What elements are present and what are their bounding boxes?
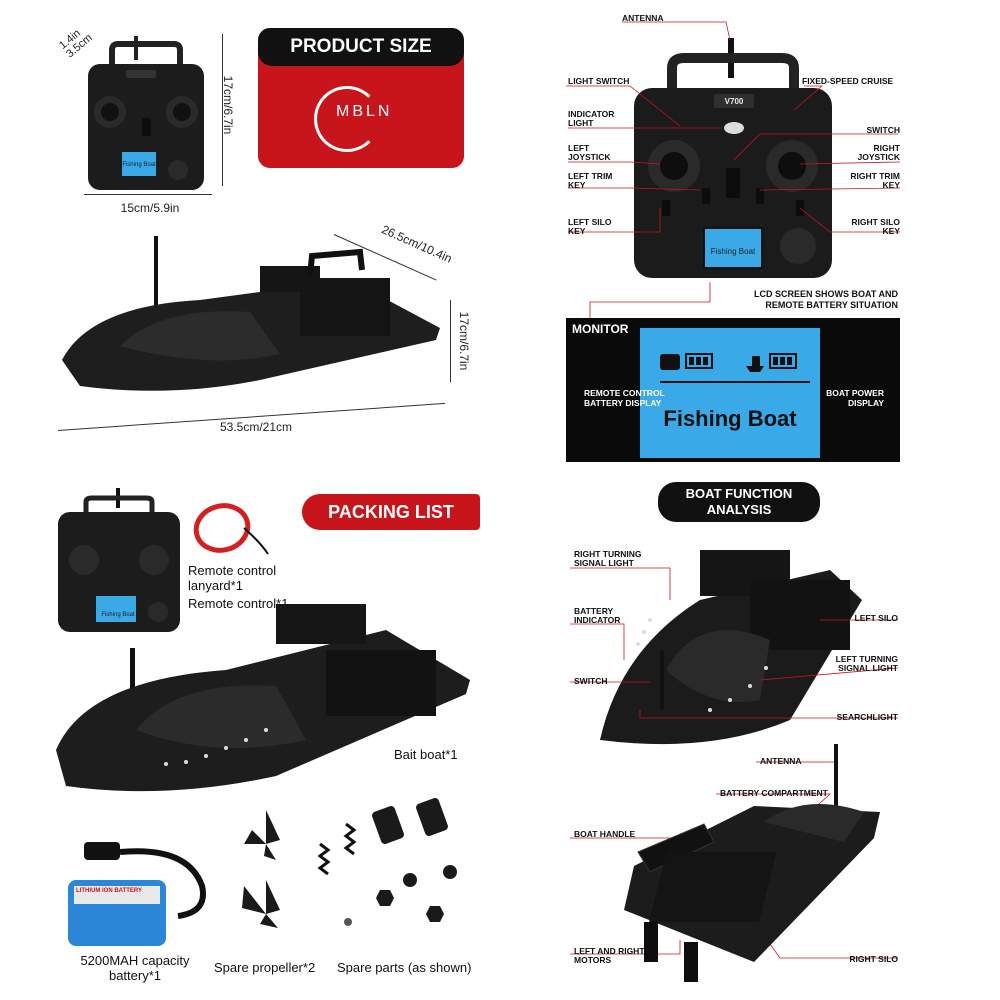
remote-label-switch: SWITCH: [866, 125, 900, 135]
battery-icons: [660, 353, 810, 383]
battery-sticker-label: LITHIUM ION BATTERY: [76, 888, 142, 894]
brand-name: MBLN: [336, 103, 393, 120]
boat-size-image: [50, 236, 446, 404]
monitor-screen-text: Fishing Boat: [663, 406, 797, 431]
propeller-label: Spare propeller*2: [214, 960, 316, 975]
remote-height-dim: 17cm/6.7in: [221, 75, 235, 135]
product-size-title: PRODUCT SIZE: [258, 28, 464, 66]
product-size-badge: PRODUCT SIZE MBLN: [258, 28, 464, 168]
analysis-label-right-silo: RIGHT SILO: [849, 954, 898, 964]
boat-height-line: [450, 300, 451, 382]
remote-lcd-label: Fishing Boat: [122, 162, 156, 168]
remote-label-left-silo: LEFT SILO KEY: [568, 217, 612, 236]
analysis-label-battery-compartment: BATTERY COMPARTMENT: [720, 788, 828, 798]
packing-list-badge: PACKING LIST: [302, 494, 480, 530]
packing-remote-label: Remote control*1: [188, 596, 289, 611]
remote-label-left-joystick: LEFT JOYSTICK: [568, 143, 611, 162]
monitor-title: MONITOR: [572, 322, 629, 336]
remote-model-label: V700: [724, 97, 744, 106]
analysis-label-handle: BOAT HANDLE: [574, 829, 636, 839]
analysis-label-left-silo: LEFT SILO: [854, 613, 898, 623]
remote-label-antenna: ANTENNA: [622, 13, 664, 23]
analysis-label-right-turn: RIGHT TURNING SIGNAL LIGHT: [574, 549, 642, 568]
analysis-badge: BOAT FUNCTION ANALYSIS: [658, 482, 820, 522]
remote-label-indicator: INDICATOR LIGHT: [568, 109, 615, 128]
spare-parts-label: Spare parts (as shown): [337, 960, 472, 975]
lanyard-image: [190, 498, 270, 562]
analysis-boat-top-image: [590, 540, 864, 750]
analysis-label-antenna: ANTENNA: [760, 756, 802, 766]
remote-large-image: [628, 38, 838, 282]
lanyard-label: Remote control lanyard*1: [188, 563, 277, 593]
analysis-boat-rear-image: [604, 742, 888, 990]
remote-label-right-joystick: RIGHT JOYSTICK: [857, 143, 900, 162]
bait-boat-label: Bait boat*1: [394, 747, 458, 762]
analysis-label-battery-indicator: BATTERY INDICATOR: [574, 606, 621, 625]
remote-label-left-trim: LEFT TRIM KEY: [568, 171, 613, 190]
analysis-label-searchlight: SEARCHLIGHT: [836, 712, 898, 722]
remote-label-right-silo: RIGHT SILO KEY: [851, 217, 900, 236]
remote-label-light-switch: LIGHT SWITCH: [568, 76, 630, 86]
battery-image: [68, 836, 214, 948]
boat-length-dim: 53.5cm/21cm: [219, 420, 293, 434]
brand-logo: [314, 86, 380, 152]
monitor-panel: MONITOR Fishing Boat REMOTE CONTROL BATT…: [566, 318, 900, 462]
remote-width-dim: 15cm/5.9in: [120, 201, 180, 215]
remote-callout-lines: [566, 21, 901, 320]
analysis-label-motors: LEFT AND RIGHT MOTORS: [574, 946, 645, 965]
remote-label-right-trim: RIGHT TRIM KEY: [850, 171, 900, 190]
packing-remote-lcd: Fishing Boat: [101, 612, 135, 618]
remote-size-image: [82, 36, 210, 194]
monitor-remote-battery-label: REMOTE CONTROL BATTERY DISPLAY: [584, 388, 665, 408]
monitor-screen: Fishing Boat: [640, 328, 820, 458]
propellers-image: [236, 800, 306, 930]
analysis-label-switch: SWITCH: [574, 676, 608, 686]
monitor-boat-power-label: BOAT POWER DISPLAY: [826, 388, 884, 408]
remote-label-lcd-caption: LCD SCREEN SHOWS BOAT AND REMOTE BATTERY…: [754, 289, 898, 310]
battery-label: 5200MAH capacity battery*1: [80, 953, 190, 983]
spare-parts-image: [310, 794, 470, 934]
packing-boat-image: [46, 590, 476, 804]
remote-lcd-text: Fishing Boat: [710, 247, 756, 256]
remote-label-fixed-speed: FIXED-SPEED CRUISE: [802, 76, 894, 86]
packing-remote-image: [56, 488, 182, 636]
remote-width-line: [84, 194, 212, 195]
boat-height-dim: 17cm/6.7in: [457, 311, 471, 371]
analysis-label-left-turn: LEFT TURNING SIGNAL LIGHT: [835, 654, 898, 673]
remote-height-line: [222, 34, 223, 186]
